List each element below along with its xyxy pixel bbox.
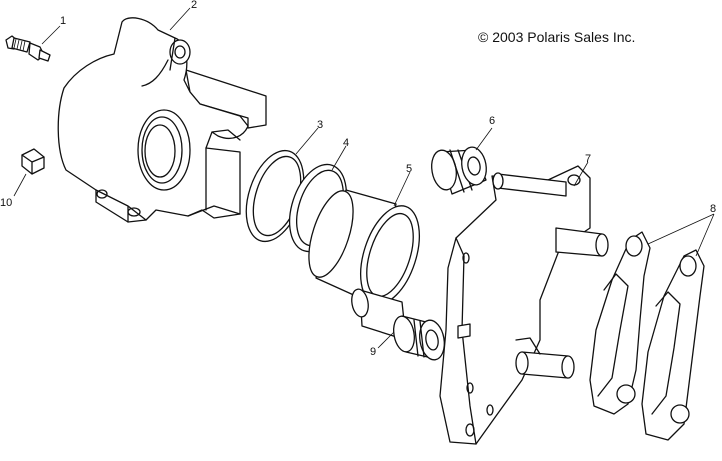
piston: [308, 189, 420, 307]
leader-6: [475, 127, 493, 151]
leader-8: [647, 213, 715, 257]
slide-pin-boot: [431, 146, 487, 195]
brake-pad-outer: [641, 249, 705, 441]
callout-9: 9: [370, 346, 376, 358]
callout-3: 3: [317, 119, 323, 131]
dust-cap: [21, 148, 45, 175]
copyright-text: © 2003 Polaris Sales Inc.: [478, 29, 635, 45]
leader-4: [331, 145, 347, 171]
leader-9: [377, 331, 395, 349]
leader-5: [393, 171, 411, 207]
slide-pin: [351, 288, 445, 361]
caliper-bracket: [439, 165, 609, 445]
callout-4: 4: [343, 137, 349, 149]
callout-8: 8: [710, 203, 716, 215]
callout-5: 5: [406, 163, 412, 175]
leader-1: [41, 25, 61, 45]
brake-pad-inner: [589, 231, 651, 415]
leader-10: [13, 173, 27, 197]
callout-10: 10: [0, 197, 12, 209]
caliper-housing: [57, 17, 267, 223]
callout-6: 6: [489, 115, 495, 127]
leader-2: [169, 7, 191, 31]
leader-3: [295, 127, 319, 155]
callout-2: 2: [191, 0, 197, 11]
leader-7: [573, 161, 589, 187]
callout-1: 1: [60, 15, 66, 27]
bleeder-screw: [5, 35, 51, 62]
callout-7: 7: [585, 153, 591, 165]
